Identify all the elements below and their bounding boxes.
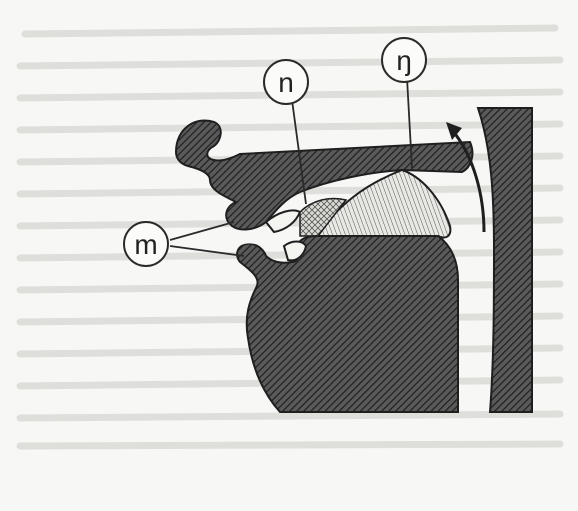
label-n: n: [264, 60, 308, 104]
label-n-text: n: [278, 67, 294, 98]
label-eng-text: ŋ: [396, 45, 412, 76]
airflow-arrow: [446, 122, 484, 232]
label-m: m: [124, 222, 168, 266]
lower-head: [237, 236, 458, 412]
label-eng: ŋ: [382, 38, 426, 82]
label-m-text: m: [134, 229, 157, 260]
